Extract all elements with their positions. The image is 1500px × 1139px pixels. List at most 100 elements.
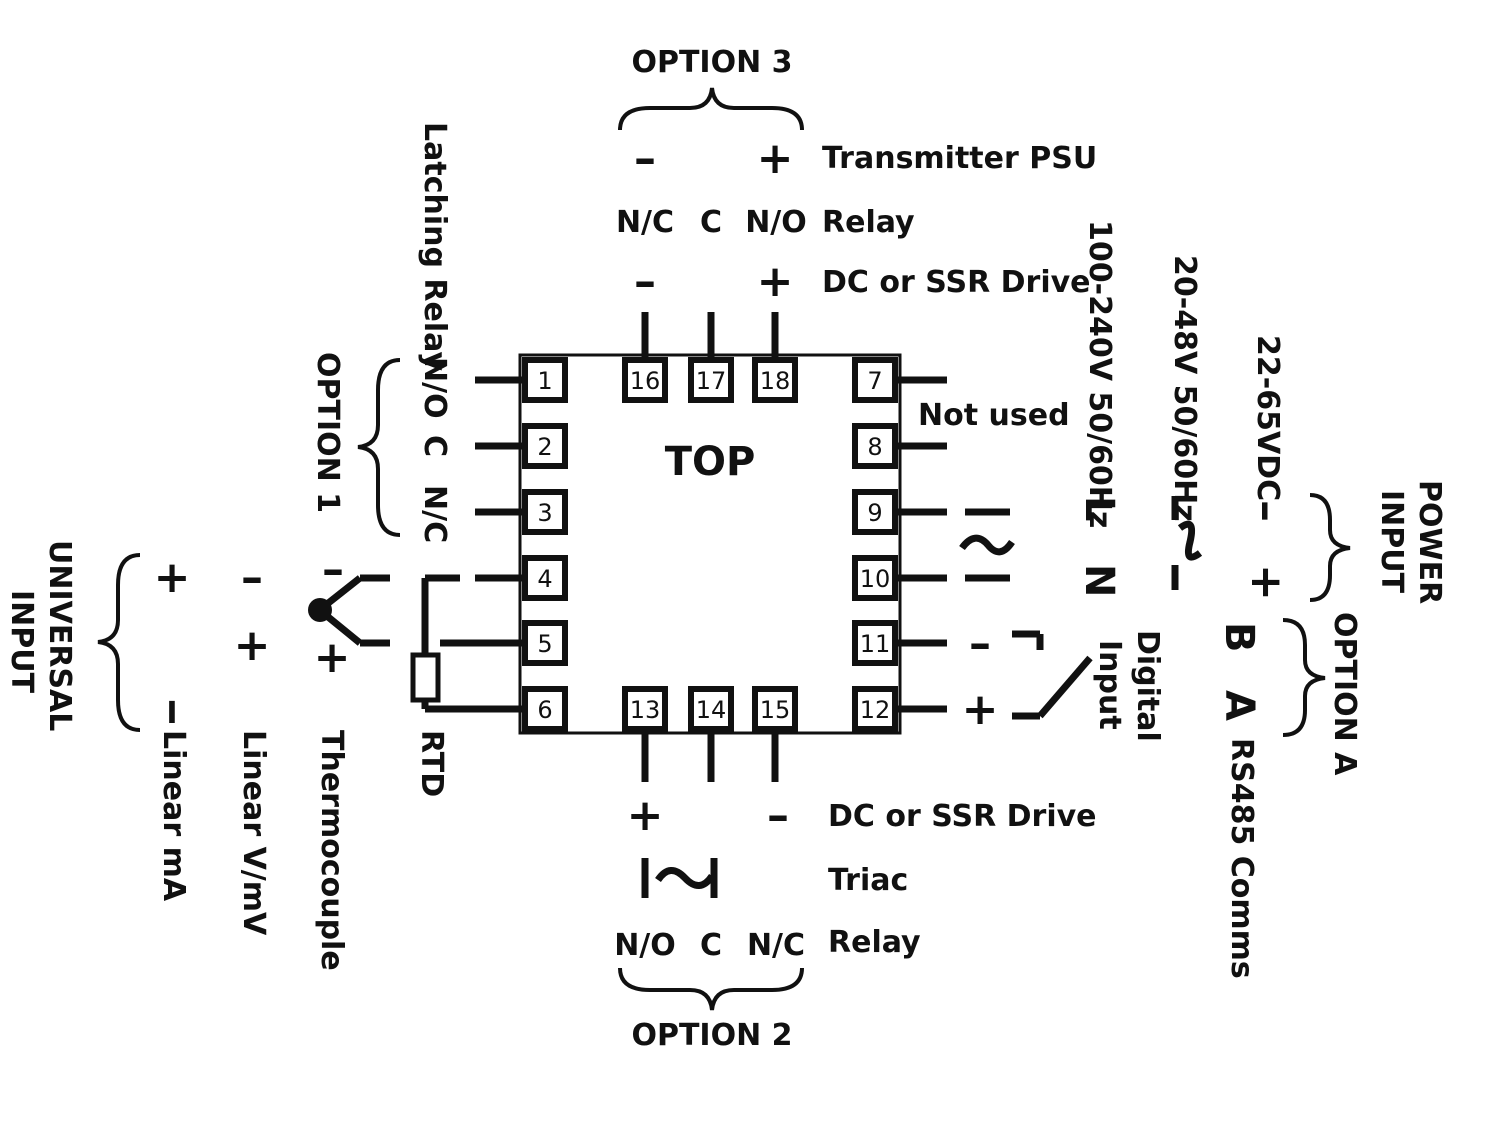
power-input-title-1: POWER — [1412, 480, 1447, 604]
option3-psu-label: Transmitter PSU — [822, 141, 1097, 176]
pin-number: 1 — [537, 367, 552, 395]
pin-number: 8 — [867, 433, 882, 461]
option3-relay-label: Relay — [822, 205, 915, 240]
supply-20-48: 20-48V 50/60Hz — [1167, 255, 1202, 522]
universal-input-title-1: UNIVERSAL — [42, 540, 77, 731]
option3-dc-minus: – — [634, 256, 656, 307]
digital-input-minus: – — [969, 618, 991, 669]
digital-input-plus: + — [962, 684, 999, 735]
option2-dc-plus: + — [627, 790, 664, 841]
top-pin-leads — [641, 312, 779, 362]
linear-ma-plus: + — [154, 552, 191, 603]
power-input-title-2: INPUT — [1374, 490, 1409, 594]
option-a-title: OPTION A — [1327, 612, 1362, 776]
option2-dc-minus: – — [767, 790, 789, 841]
digital-input-label-2: Input — [1092, 640, 1127, 730]
option3-dc-plus: + — [757, 256, 794, 307]
dc-plus: + — [1241, 564, 1292, 601]
right-pin-leads — [897, 376, 947, 713]
rs485-B: B — [1216, 622, 1262, 653]
pin-16: 16 — [622, 357, 668, 403]
pin-10: 10 — [852, 555, 898, 601]
pin-number: 14 — [696, 696, 727, 724]
triac-symbol — [641, 858, 718, 898]
option2-dc-label: DC or SSR Drive — [828, 799, 1097, 834]
pin-number: 17 — [696, 367, 727, 395]
option1-nc: N/C — [417, 485, 452, 543]
pin-14: 14 — [688, 686, 734, 732]
option-a-brace — [1282, 618, 1326, 737]
pin-12: 12 — [852, 686, 898, 732]
pin-11: 11 — [852, 620, 898, 666]
option1-c: C — [417, 435, 452, 457]
pin-17: 17 — [688, 357, 734, 403]
option2-relay-c: C — [700, 928, 722, 963]
bottom-pin-leads — [641, 727, 779, 782]
option2-relay-nc: N/C — [747, 928, 805, 963]
pin-number: 12 — [860, 696, 891, 724]
supply-22-65: 22-65VDC — [1250, 335, 1285, 501]
thermocouple-symbol — [308, 574, 390, 647]
pin-13: 13 — [622, 686, 668, 732]
option3-title: OPTION 3 — [631, 45, 792, 80]
linear-ma-mark: I — [166, 696, 177, 731]
pin-2: 2 — [522, 423, 568, 469]
option1-rotated-label: Latching Relay — [417, 122, 452, 371]
option3-dc-label: DC or SSR Drive — [822, 265, 1091, 300]
linear-v-plus: + — [234, 620, 271, 671]
not-used-label: Not used — [918, 398, 1070, 433]
option2-triac-label: Triac — [828, 863, 908, 898]
ac-tilde-2 — [1177, 520, 1203, 561]
left-pin-leads — [475, 376, 525, 713]
linear-ma-label: Linear mA — [156, 730, 191, 902]
pin-15: 15 — [752, 686, 798, 732]
pin-number: 7 — [867, 367, 882, 395]
thermo-plus: + — [314, 632, 351, 683]
pin-number: 3 — [537, 499, 552, 527]
dc-minus: – — [1242, 500, 1293, 522]
option3-relay-nc: N/C — [616, 205, 674, 240]
pin-number: 18 — [760, 367, 791, 395]
digital-input-switch — [1012, 630, 1093, 720]
pin-18: 18 — [752, 357, 798, 403]
pin-number: 16 — [630, 367, 661, 395]
option2-relay-label: Relay — [828, 925, 921, 960]
rtd-label: RTD — [414, 730, 449, 797]
pin-7: 7 — [852, 357, 898, 403]
option2-relay-no: N/O — [614, 928, 676, 963]
pin-6: 6 — [522, 686, 568, 732]
option3-psu-minus: – — [634, 133, 656, 184]
supply-100-240: 100-240V 50/60Hz — [1082, 220, 1117, 528]
pin-4: 4 — [522, 555, 568, 601]
option2-brace — [618, 967, 804, 1011]
rs485-label: RS485 Comms — [1224, 738, 1259, 979]
pin-number: 5 — [537, 630, 552, 658]
power-input-brace — [1309, 493, 1351, 602]
universal-input-title-2: INPUT — [4, 590, 39, 694]
pin-5: 5 — [522, 620, 568, 666]
option3-relay-no: N/O — [745, 205, 807, 240]
controller-body — [518, 353, 902, 735]
ac-tilde-1 — [959, 534, 1015, 556]
universal-input-brace — [97, 553, 141, 732]
option2-title: OPTION 2 — [631, 1018, 792, 1053]
pin-number: 4 — [537, 565, 552, 593]
pin-number: 11 — [860, 630, 891, 658]
option1-brace — [357, 358, 401, 537]
pin-number: 9 — [867, 499, 882, 527]
pin-number: 6 — [537, 696, 552, 724]
pin-3: 3 — [522, 489, 568, 535]
thermo-minus: – — [322, 544, 344, 595]
pin-number: 15 — [760, 696, 791, 724]
line-L: L — [1076, 496, 1122, 522]
option1-no: N/O — [417, 357, 452, 419]
center-label: TOP — [665, 439, 756, 485]
neutral-N: N — [1076, 564, 1122, 597]
rs485-A: A — [1216, 690, 1262, 721]
option3-brace — [618, 87, 804, 131]
thermocouple-label: Thermocouple — [314, 730, 349, 971]
option3-relay-c: C — [700, 205, 722, 240]
pin-9: 9 — [852, 489, 898, 535]
rtd-symbol — [410, 574, 475, 713]
